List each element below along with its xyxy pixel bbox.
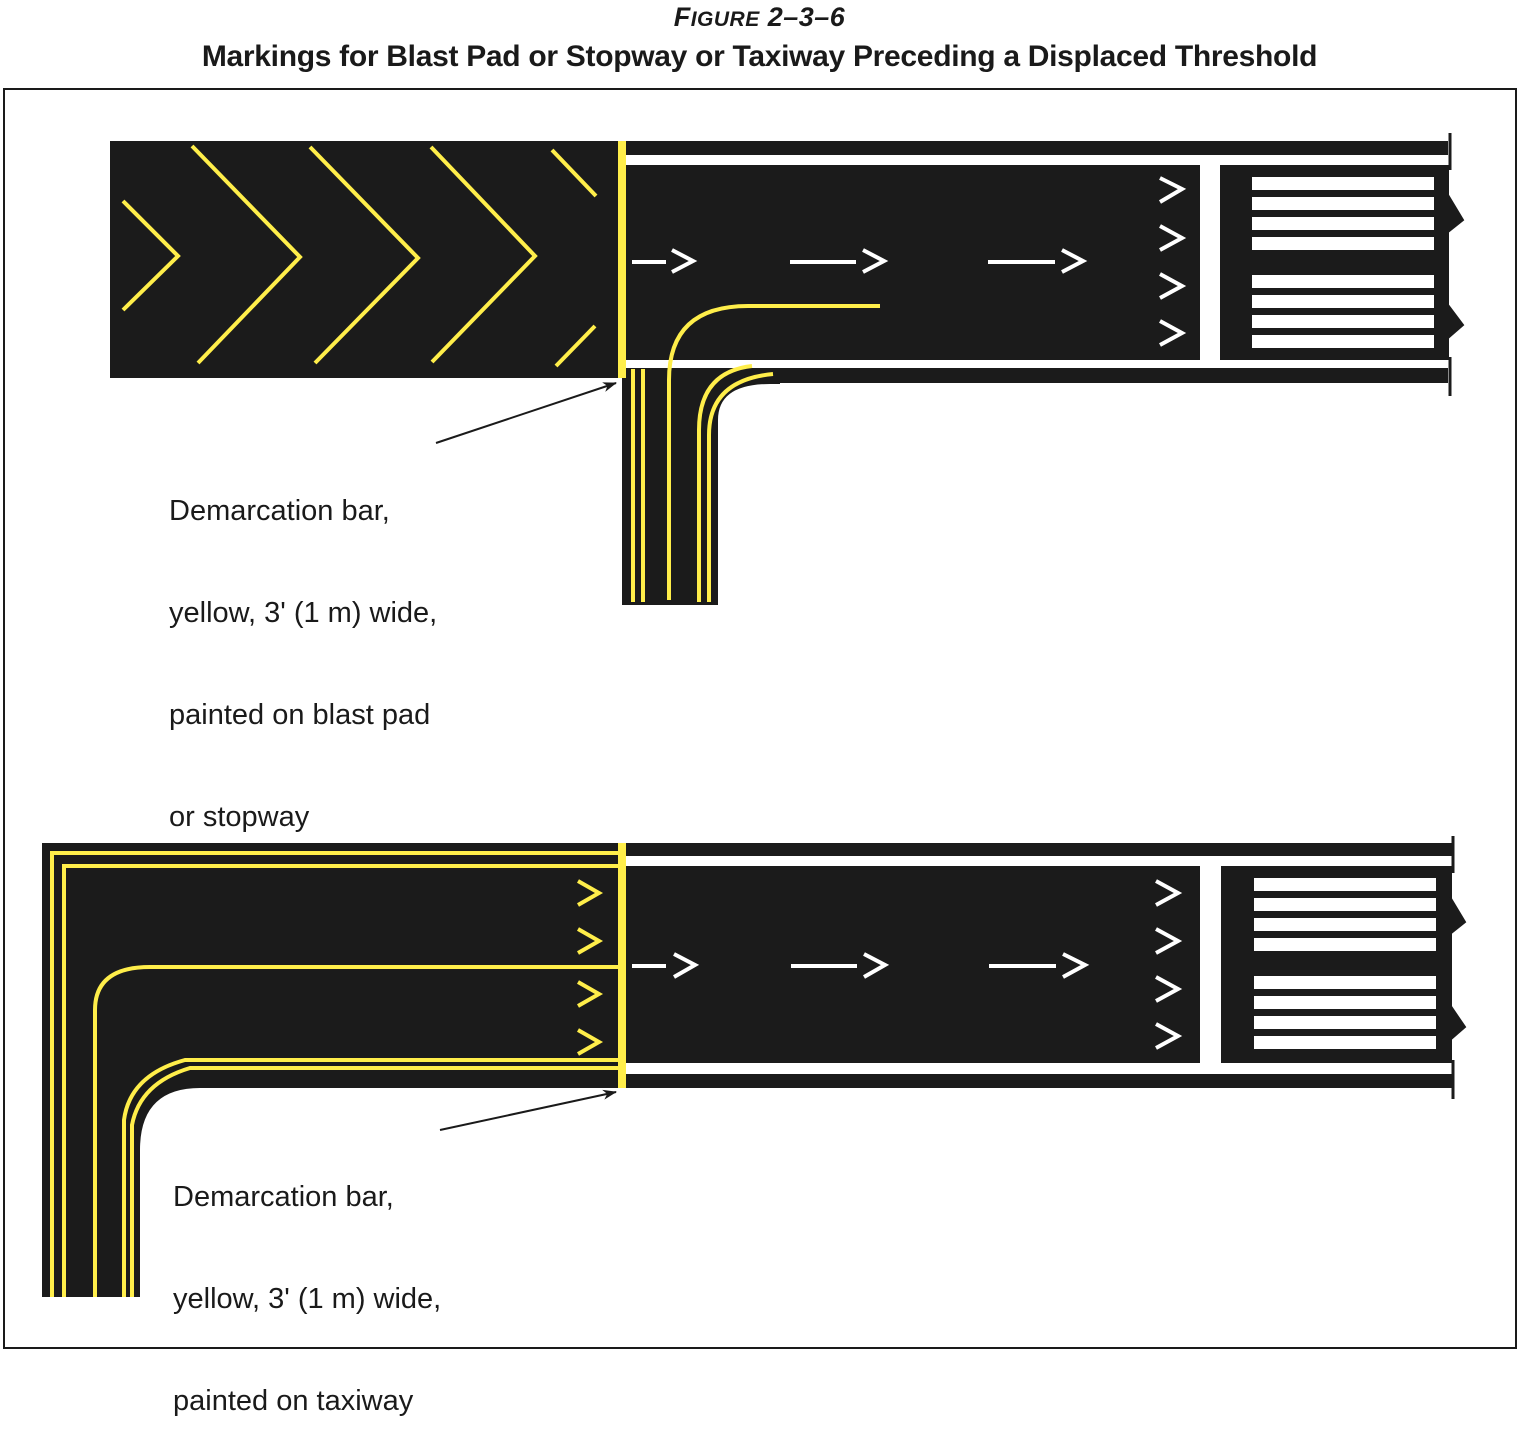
arrowhead — [1155, 879, 1183, 907]
demarcation-bar — [618, 141, 626, 378]
threshold-stripe — [1252, 335, 1434, 348]
chevron — [190, 144, 303, 365]
taxiway-arrowhead — [577, 980, 604, 1008]
threshold-stripe — [1254, 898, 1436, 911]
threshold-bar — [1200, 165, 1220, 360]
arrowhead — [1159, 224, 1187, 252]
arrowhead — [1155, 1022, 1183, 1050]
taxiway-arrowhead — [577, 927, 604, 955]
taxiway-arrowheads — [577, 879, 604, 1056]
threshold-stripe — [1254, 918, 1436, 931]
taxiway-edge-line — [697, 364, 753, 602]
callout-line: painted on taxiway — [173, 1385, 414, 1417]
arrowhead — [1158, 176, 1187, 204]
callout-leader — [439, 1089, 617, 1131]
callout-leader — [435, 382, 617, 444]
threshold-stripe — [1252, 217, 1434, 230]
runway-edge-line-bottom — [626, 1063, 1452, 1074]
taxiway-edge-line — [122, 1058, 618, 1297]
runway-edge-line-top — [626, 856, 1452, 866]
runway-edge-line-bottom — [626, 360, 1448, 368]
blast-pad-pavement — [110, 141, 622, 378]
taxiway-arrowhead — [577, 879, 604, 907]
threshold-stripe — [1252, 275, 1434, 288]
arrow-head — [1062, 952, 1090, 979]
threshold-stripe — [1252, 295, 1434, 308]
arrowhead — [1155, 975, 1183, 1003]
figure-frame — [3, 88, 1517, 1349]
taxiway-lines — [631, 304, 880, 602]
chevron — [121, 199, 181, 312]
callout-line: yellow, 3' (1 m) wide, — [169, 597, 438, 629]
taxiway-centerline — [667, 304, 880, 600]
callout-taxiway: Demarcation bar, yellow, 3' (1 m) wide, … — [173, 1112, 441, 1452]
threshold-stripe — [1254, 996, 1436, 1009]
break-line — [1449, 866, 1467, 1063]
taxiway-arrowhead — [577, 1028, 604, 1056]
figure-number-smallcaps: IGURE — [690, 8, 760, 31]
threshold-stripe — [1254, 1036, 1436, 1049]
taxiway-edge-line — [62, 864, 618, 1297]
runway-edge-line-top — [626, 155, 1448, 165]
arrow-head — [671, 248, 698, 274]
blast-pad-chevrons — [121, 144, 598, 368]
callout-line: or stopway — [169, 801, 310, 833]
threshold-arrowheads — [1155, 879, 1183, 1050]
arrow-head — [863, 952, 890, 979]
arrowhead — [1159, 272, 1187, 300]
threshold-stripe — [1252, 177, 1434, 190]
threshold-stripe — [1254, 1016, 1436, 1029]
figure-number-value: 2–3–6 — [759, 2, 846, 32]
runway-arrows — [632, 248, 1088, 274]
taxiway-connector — [622, 368, 1448, 383]
marking-diagram — [42, 133, 1467, 1297]
arrowhead — [1159, 319, 1187, 347]
chevron — [308, 145, 421, 365]
arrowhead — [1155, 927, 1183, 955]
threshold-stripe — [1252, 237, 1434, 250]
callout-line: Demarcation bar, — [173, 1181, 394, 1213]
taxiway-edge-line — [50, 851, 618, 1297]
chevron-partial — [550, 148, 598, 198]
arrow-head — [673, 952, 700, 979]
panel-blast-pad — [110, 133, 1465, 605]
callout-line: painted on blast pad — [169, 699, 431, 731]
threshold-stripe — [1254, 878, 1436, 891]
taxiway-edge-line — [707, 372, 774, 602]
taxiway-edge-line — [130, 1066, 618, 1297]
arrow-head — [862, 248, 889, 274]
figure-number: FIGURE 2–3–6 — [0, 2, 1519, 33]
taxiway-centerline — [93, 965, 618, 1297]
callout-line: Demarcation bar, — [169, 495, 390, 527]
arrow-head — [1061, 248, 1088, 274]
runway-arrows — [632, 952, 1090, 979]
callout-line: yellow, 3' (1 m) wide, — [173, 1283, 442, 1315]
demarcation-bar — [618, 843, 626, 1088]
panel-taxiway — [42, 836, 1467, 1297]
threshold-stripe — [1254, 938, 1436, 951]
threshold-stripes — [1254, 878, 1436, 1049]
callout-blast-pad: Demarcation bar, yellow, 3' (1 m) wide, … — [169, 426, 437, 868]
threshold-arrowheads — [1158, 176, 1187, 347]
threshold-bar — [1200, 866, 1221, 1063]
figure-title: Markings for Blast Pad or Stopway or Tax… — [201, 40, 1318, 73]
threshold-stripe — [1254, 976, 1436, 989]
threshold-stripes — [1252, 177, 1434, 348]
figure-number-prefix: F — [673, 2, 691, 32]
chevron-partial — [554, 324, 597, 368]
threshold-stripe — [1252, 315, 1434, 328]
chevron — [429, 145, 538, 364]
break-line — [1447, 165, 1465, 360]
taxiway-lines — [50, 851, 618, 1297]
threshold-stripe — [1252, 197, 1434, 210]
